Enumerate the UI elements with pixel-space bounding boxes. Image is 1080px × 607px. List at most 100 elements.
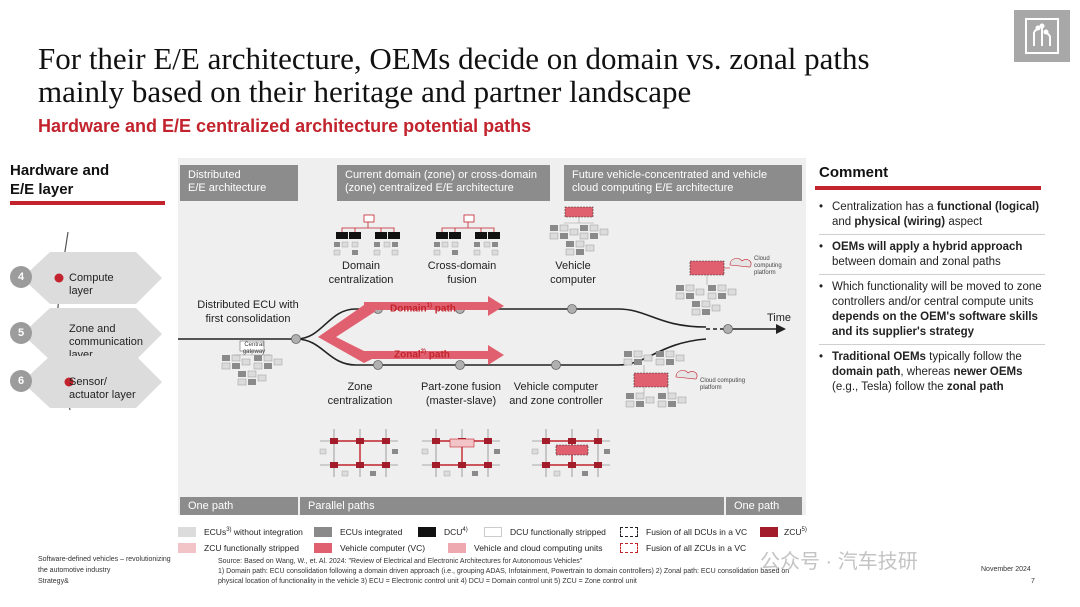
layer-label-line: Compute [69, 272, 114, 284]
layer-label-line: communication [69, 336, 143, 348]
legend-item: ECUs3) without integration [204, 527, 303, 537]
diagram-panel [178, 158, 806, 515]
layer-label-line: actuator layer [69, 389, 136, 401]
comment-bold: Traditional OEMs [832, 351, 926, 363]
comment-divider [819, 344, 1045, 345]
domain-path-label: Domain1) path [390, 303, 456, 314]
node-label-line: Cross-domain [427, 260, 497, 272]
legend-footnote: 4) [462, 527, 468, 534]
comment-text: and [832, 216, 855, 228]
comment-divider [819, 234, 1045, 235]
legend-item: Fusion of all ZCUs in a VC [646, 543, 747, 553]
node-label-line: Part-zone fusion [420, 381, 502, 393]
layer-heading: Hardware and E/E layer [10, 161, 109, 199]
comment-text: (e.g., Tesla) follow the [832, 381, 947, 393]
layer-zone: 5 Zone and communication layer [10, 308, 162, 362]
legend-label: ECUs [204, 527, 227, 537]
footer-phase-parallel: Parallel paths [300, 497, 724, 515]
domain-centralization-label: Domain centralization [318, 259, 404, 287]
legend-item: DCU functionally stripped [510, 527, 606, 537]
comment-item: Traditional OEMs typically follow the do… [819, 350, 1045, 395]
comment-item: Which functionality will be moved to zon… [819, 280, 1045, 340]
layer-label: Zone and communication layer [69, 323, 143, 362]
layer-compute: 4 Compute layer [10, 252, 162, 304]
legend-label: DCU [444, 527, 463, 537]
part-zone-label: Part-zone fusion (master-slave) [412, 380, 510, 408]
comment-item: OEMs will apply a hybrid approach betwee… [819, 240, 1045, 270]
phase-label-line: Future vehicle-concentrated and vehicle [572, 169, 768, 181]
start-label-line: Distributed ECU with [197, 299, 299, 311]
node-label-line: Vehicle [555, 260, 591, 272]
path-label-footnote: 2) [420, 349, 427, 355]
comment-text: , whereas [900, 366, 954, 378]
phase-label-line: E/E architecture [188, 182, 267, 194]
vehicle-computer-label: Vehicle computer [538, 259, 608, 287]
comment-text: typically follow the [925, 351, 1022, 363]
layer-sensor: 6 Sensor/ actuator layer [10, 356, 162, 408]
footer-date: November 2024 [981, 566, 1031, 573]
page-subtitle: Hardware and E/E centralized architectur… [38, 116, 532, 136]
legend-item: ZCU5) [784, 527, 807, 537]
time-label: Time [766, 312, 792, 324]
comment-text: Centralization has a [832, 201, 937, 213]
title-line-2: mainly based on their heritage and partn… [38, 74, 692, 109]
layer-heading-line-1: Hardware and [10, 162, 110, 179]
start-label-line: first consolidation [205, 313, 291, 325]
legend-swatch [620, 543, 638, 553]
node-label-line: centralization [327, 395, 393, 407]
path-label-suffix: path [426, 349, 450, 361]
legend-swatch [418, 527, 436, 537]
legend-swatch [620, 527, 638, 537]
layer-label: Sensor/ actuator layer [69, 376, 136, 402]
node-label-line: fusion [447, 274, 477, 286]
comment-bold: zonal path [946, 381, 1004, 393]
comment-heading: Comment [819, 164, 889, 181]
comment-bold: depends on the OEM's software skills and… [832, 311, 1038, 338]
legend-swatch [178, 543, 196, 553]
layer-number: 4 [10, 266, 32, 288]
path-label-text: Domain [390, 303, 427, 315]
vc-zone-label: Vehicle computer and zone controller [504, 380, 608, 408]
comment-rule [815, 186, 1041, 190]
comment-bold: domain path [832, 366, 901, 378]
footer-left-line: the automotive industry [38, 567, 111, 574]
legend-swatch [178, 527, 196, 537]
legend-swatch [484, 527, 502, 537]
zonal-path-label: Zonal2) path [394, 349, 450, 360]
footer-left-line: Strategy& [38, 578, 69, 585]
comment-text: aspect [945, 216, 983, 228]
layer-number: 5 [10, 322, 32, 344]
node-label-line: and zone controller [509, 395, 603, 407]
layer-label-line: Zone and [69, 323, 116, 335]
node-label-line: centralization [328, 274, 394, 286]
title-line-1: For their E/E architecture, OEMs decide … [38, 41, 870, 76]
comment-bold: OEMs will apply a hybrid approach [832, 241, 1023, 253]
start-label: Distributed ECU with first consolidation [181, 298, 315, 326]
footer-left: Software-defined vehicles – revolutioniz… [38, 554, 188, 587]
footer-source: Source: Based on Wang, W., et. Al. 2024:… [218, 557, 918, 587]
legend-swatch [448, 543, 466, 553]
phase-label-line: Current domain (zone) or cross-domain [345, 169, 537, 181]
legend-footnote: 3) [226, 527, 232, 534]
path-label-footnote: 1) [426, 303, 433, 309]
layer-heading-rule [10, 201, 165, 205]
legend-item: DCU4) [444, 527, 468, 537]
footer-left-line: Software-defined vehicles – revolutioniz… [38, 556, 171, 563]
legend-item: Fusion of all DCUs in a VC [646, 527, 748, 537]
comment-list: Centralization has a functional (logical… [819, 200, 1045, 395]
comment-bold: physical (wiring) [854, 216, 946, 228]
node-label-line: computer [550, 274, 596, 286]
cloud-platform-label: Cloud computing platform [754, 256, 782, 276]
layer-label: Compute layer [69, 272, 114, 298]
node-label-line: Domain [342, 260, 380, 272]
zone-centralization-label: Zone centralization [322, 380, 398, 408]
footer-phase-one-path-right: One path [726, 497, 802, 515]
legend-footnote: 5) [801, 527, 807, 534]
comment-text: between domain and zonal paths [832, 256, 1001, 268]
legend-item: ECUs integrated [340, 527, 403, 537]
legend-label-suffix: without integration [231, 527, 303, 537]
phase-label-line: (zone) centralized E/E architecture [345, 182, 514, 194]
layer-number: 6 [10, 370, 32, 392]
layer-label-line: layer [69, 285, 93, 297]
page-title: For their E/E architecture, OEMs decide … [38, 42, 998, 108]
